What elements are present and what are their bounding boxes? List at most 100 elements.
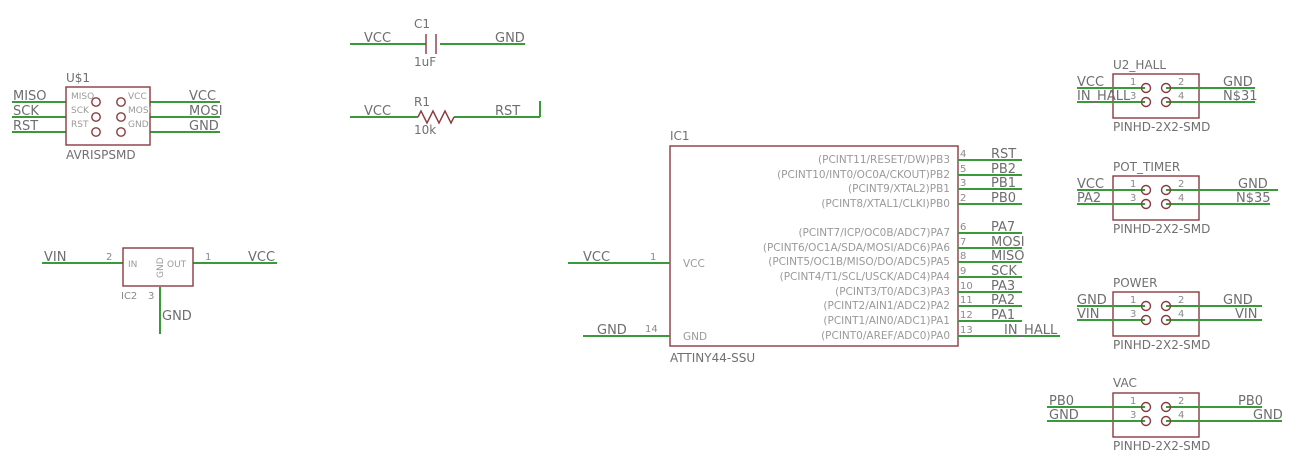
capacitor-value: 1uF	[414, 55, 436, 69]
pin-number: 5	[960, 164, 966, 175]
resistor-value: 10k	[414, 123, 436, 137]
pin-number: 3	[1130, 193, 1136, 204]
isp-connector[interactable]: MISO VCC SCK MOSI RST GND U$1 AVRISPSMD …	[12, 71, 223, 162]
pin-label: (PCINT1/AIN0/ADC1)PA1	[823, 315, 950, 327]
net-label: IN_HALL	[1077, 89, 1131, 104]
net-label: GND	[162, 309, 192, 324]
net-label: GND	[1238, 177, 1268, 192]
net-label: GND	[1049, 408, 1079, 423]
pin-label: (PCINT11/RESET/DW)PB3	[818, 154, 950, 166]
pin-label: GND	[683, 331, 707, 343]
net-label: PB0	[1049, 394, 1074, 409]
capacitor-c1[interactable]: C1 1uF VCC GND	[350, 17, 525, 69]
net-label: VCC	[1077, 75, 1104, 90]
header-u2-hall[interactable]: U2_HALL 1 2 3 4 VCC IN_HALL GND N$31 PIN…	[1077, 58, 1258, 134]
pin-label: VCC	[683, 258, 705, 270]
net-label: PA7	[991, 220, 1015, 235]
pin-label: GND	[156, 257, 166, 278]
pin-number: 14	[645, 324, 658, 335]
net-label: N$31	[1223, 89, 1258, 104]
pin-label: SCK	[71, 106, 90, 116]
isp-package: AVRISPSMD	[66, 148, 136, 162]
pin-label: MISO	[71, 92, 94, 102]
net-label: GND	[1253, 408, 1283, 423]
net-label: MOSI	[991, 235, 1025, 250]
pin-number: 4	[960, 149, 966, 160]
net-label: VCC	[189, 89, 216, 104]
mcu-name: IC1	[670, 129, 690, 143]
net-label: GND	[1223, 293, 1253, 308]
pin-label: (PCINT9/XTAL2)PB1	[848, 183, 950, 195]
net-label: MISO	[991, 249, 1025, 264]
net-label: SCK	[991, 264, 1017, 279]
net-label: VCC	[1077, 177, 1104, 192]
net-label: PA3	[991, 279, 1015, 294]
pin-number: 13	[960, 325, 973, 336]
header-name: VAC	[1113, 376, 1137, 390]
net-label: VCC	[248, 250, 275, 265]
pin-number: 8	[960, 251, 966, 262]
net-label: PB0	[991, 191, 1016, 206]
pin-number: 1	[1130, 179, 1136, 190]
header-power[interactable]: POWER 1 2 3 4 GND VIN GND VIN PINHD-2X2-…	[1077, 276, 1262, 352]
pin-number: 3	[1130, 309, 1136, 320]
pin-label: (PCINT0/AREF/ADC0)PA0	[821, 330, 950, 342]
pin-number: 4	[1178, 193, 1184, 204]
pin-label: (PCINT4/T1/SCL/USCK/ADC4)PA4	[780, 271, 951, 283]
header-package: PINHD-2X2-SMD	[1113, 222, 1210, 236]
resistor-name: R1	[414, 95, 430, 109]
net-label: VIN	[44, 250, 66, 265]
pin-number: 2	[1178, 77, 1184, 88]
net-label: VCC	[583, 250, 610, 265]
header-name: POT_TIMER	[1113, 160, 1180, 174]
pin-label: OUT	[167, 260, 187, 270]
pin-number: 2	[1178, 396, 1184, 407]
pin-label: (PCINT6/OC1A/SDA/MOSI/ADC6)PA6	[763, 242, 950, 254]
pin-number: 1	[1130, 396, 1136, 407]
pin-number: 1	[205, 252, 211, 263]
pin-label: IN	[128, 260, 137, 270]
pin-number: 4	[1178, 410, 1184, 421]
mcu-right-pins: (PCINT11/RESET/DW)PB3 4 RST (PCINT10/INT…	[763, 147, 1060, 342]
pin-number: 12	[960, 310, 973, 321]
header-package: PINHD-2X2-SMD	[1113, 120, 1210, 134]
pin-label: MOSI	[128, 106, 151, 116]
pin-number: 6	[960, 222, 966, 233]
net-label: VCC	[364, 31, 391, 46]
net-label: GND	[1077, 293, 1107, 308]
mcu-part: ATTINY44-SSU	[670, 351, 755, 365]
net-label: VIN	[1077, 307, 1099, 322]
isp-name: U$1	[66, 71, 90, 85]
pin-label: RST	[71, 120, 89, 130]
net-label: GND	[495, 31, 525, 46]
pin-number: 3	[1130, 91, 1136, 102]
pin-label: (PCINT7/ICP/OC0B/ADC7)PA7	[798, 227, 950, 239]
net-label: GND	[189, 119, 219, 134]
voltage-regulator-ic2[interactable]: IN OUT GND 2 1 3 IC2 VIN VCC GND	[42, 247, 277, 334]
pin-number: 1	[650, 252, 656, 263]
pin-number: 1	[1130, 295, 1136, 306]
header-pot-timer[interactable]: POT_TIMER 1 2 3 4 VCC PA2 GND N$35 PINHD…	[1077, 160, 1278, 236]
capacitor-name: C1	[414, 17, 430, 31]
microcontroller-ic1[interactable]: IC1 ATTINY44-SSU 1 14 VCC GND VCC GND (P…	[568, 129, 1060, 365]
pin-number: 4	[1178, 91, 1184, 102]
pin-number: 2	[1178, 295, 1184, 306]
net-label: RST	[991, 147, 1016, 162]
pin-number: 3	[960, 178, 966, 189]
net-label: PA2	[991, 293, 1015, 308]
pin-label: VCC	[128, 92, 147, 102]
net-label: MISO	[13, 89, 47, 104]
net-label: GND	[1223, 75, 1253, 90]
resistor-r1[interactable]: R1 10k VCC RST	[350, 95, 541, 137]
pin-number: 2	[1178, 179, 1184, 190]
pin-label: (PCINT2/AIN1/ADC2)PA2	[823, 300, 950, 312]
net-label: PB1	[991, 176, 1016, 191]
header-vac[interactable]: VAC 1 2 3 4 PB0 GND PB0 GND PINHD-2X2-SM…	[1047, 376, 1283, 453]
pin-number: 4	[1178, 309, 1184, 320]
pin-number: 1	[1130, 77, 1136, 88]
net-label: PB2	[991, 162, 1016, 177]
pin-label: GND	[128, 120, 149, 130]
regulator-name: IC2	[121, 291, 137, 302]
net-label: IN_HALL	[1004, 323, 1058, 338]
